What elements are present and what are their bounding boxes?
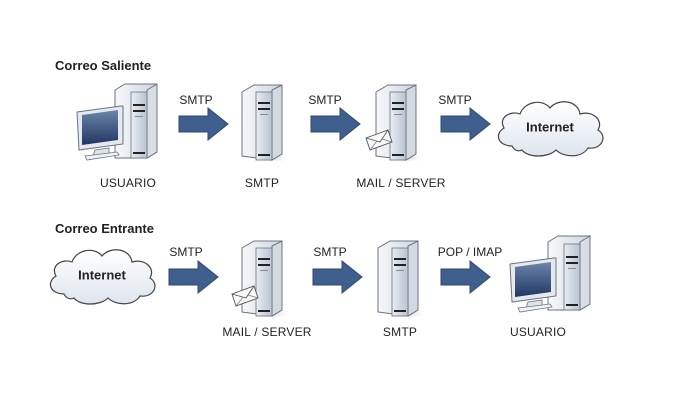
node-label: SMTP [382, 325, 418, 339]
envelope-icon [231, 285, 259, 307]
arrow-label: SMTP [308, 93, 342, 107]
workstation-icon [76, 83, 165, 161]
arrow-label: SMTP [438, 93, 472, 107]
node-label: MAIL / SERVER [222, 325, 312, 339]
arrow-label: SMTP [313, 245, 347, 259]
arrow-right-icon [312, 260, 363, 294]
workstation-icon [509, 235, 598, 313]
outgoing-title: Correo Saliente [55, 58, 152, 73]
arrow-right-icon [440, 260, 491, 294]
arrow-label: SMTP [169, 245, 203, 259]
node-label: MAIL / SERVER [356, 176, 446, 190]
envelope-icon [365, 129, 393, 151]
server-icon [377, 240, 428, 319]
cloud-icon [497, 101, 604, 157]
arrow-right-icon [168, 260, 219, 294]
arrow-right-icon [440, 107, 491, 141]
node-label: USUARIO [509, 325, 567, 339]
mail-server-icon [365, 84, 426, 163]
cloud-label: Internet [526, 119, 574, 135]
arrow-label: SMTP [179, 93, 213, 107]
arrow-label: POP / IMAP [437, 245, 503, 259]
arrow-right-icon [310, 107, 361, 141]
cloud-label: Internet [78, 267, 126, 283]
node-label: SMTP [244, 176, 280, 190]
cloud-icon [49, 249, 156, 305]
arrow-right-icon [178, 107, 229, 141]
mail-server-icon [231, 240, 292, 319]
server-icon [241, 84, 292, 163]
incoming-title: Correo Entrante [55, 221, 154, 236]
node-label: USUARIO [99, 176, 157, 190]
